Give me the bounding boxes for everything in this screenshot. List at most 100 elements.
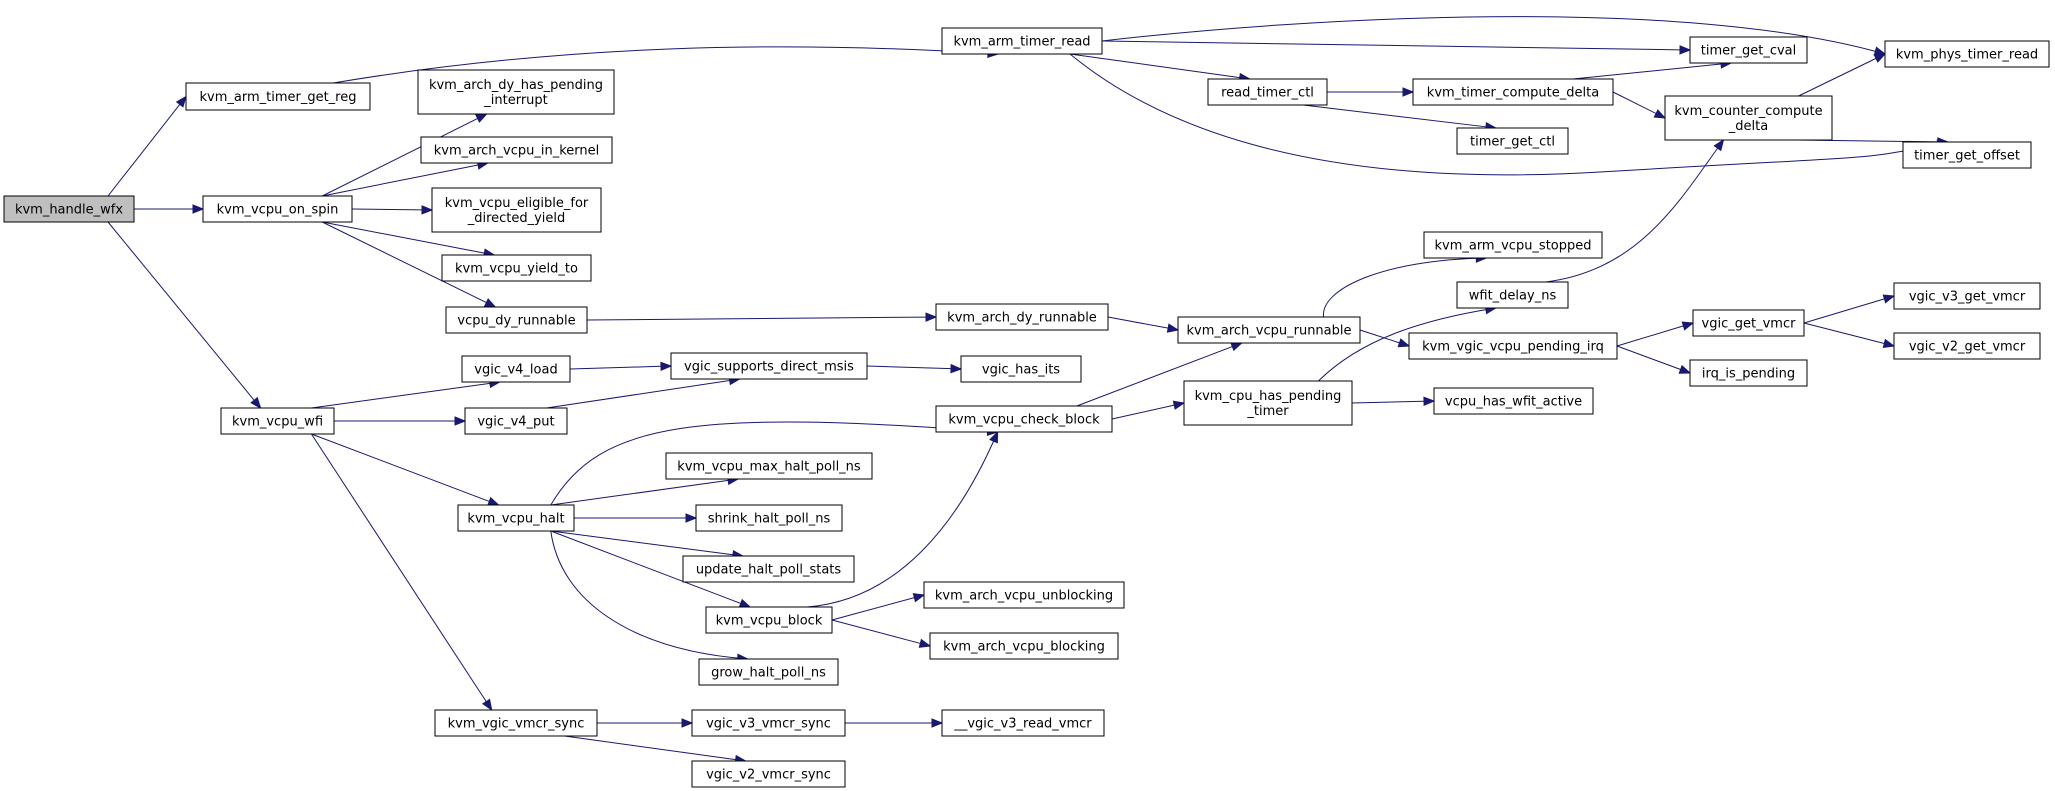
edge-read_timer_ctl-to-timer_get_ctl bbox=[1303, 104, 1498, 132]
arrowhead bbox=[931, 718, 944, 728]
node-update_halt_poll_stats[interactable]: update_halt_poll_stats bbox=[682, 555, 855, 583]
node-label: kvm_vcpu_wfi bbox=[232, 415, 323, 430]
node-kvm_arm_timer_read[interactable]: kvm_arm_timer_read bbox=[941, 27, 1103, 55]
node-grow_halt_poll_ns[interactable]: grow_halt_poll_ns bbox=[698, 658, 839, 686]
node-kvm_vcpu_block[interactable]: kvm_vcpu_block bbox=[705, 606, 833, 634]
node-vgic_v4_put[interactable]: vgic_v4_put bbox=[464, 407, 568, 435]
arrowhead bbox=[918, 638, 932, 648]
node-kvm_vgic_vcpu_pending_irq[interactable]: kvm_vgic_vcpu_pending_irq bbox=[1408, 332, 1618, 360]
node-kvm_vcpu_halt[interactable]: kvm_vcpu_halt bbox=[457, 504, 575, 532]
node-kvm_phys_timer_read[interactable]: kvm_phys_timer_read bbox=[1884, 40, 2050, 68]
node-__vgic_v3_read_vmcr[interactable]: __vgic_v3_read_vmcr bbox=[941, 709, 1105, 737]
node-kvm_arch_vcpu_in_kernel[interactable]: kvm_arch_vcpu_in_kernel bbox=[420, 136, 613, 164]
node-box bbox=[698, 658, 839, 686]
node-vgic_supports_direct_msis[interactable]: vgic_supports_direct_msis bbox=[670, 352, 868, 380]
node-kvm_vgic_vmcr_sync[interactable]: kvm_vgic_vmcr_sync bbox=[434, 709, 598, 737]
node-label: kvm_arm_timer_read bbox=[953, 35, 1090, 50]
node-box bbox=[431, 187, 602, 233]
edge-vcpu_dy_runnable-to-kvm_arch_dy_runnable bbox=[586, 312, 938, 322]
node-kvm_arch_vcpu_runnable[interactable]: kvm_arch_vcpu_runnable bbox=[1177, 316, 1361, 344]
node-label: timer_get_cval bbox=[1701, 44, 1796, 59]
edge-line bbox=[1798, 57, 1877, 97]
edge-line bbox=[1616, 325, 1684, 347]
node-kvm_handle_wfx[interactable]: kvm_handle_wfx bbox=[3, 195, 135, 223]
node-box bbox=[1456, 127, 1569, 155]
edge-kvm_counter_compute_delta-to-kvm_phys_timer_read bbox=[1798, 53, 1887, 97]
edge-line bbox=[1803, 298, 1885, 324]
edge-kvm_arm_timer_read-to-timer_get_cval bbox=[1101, 40, 1692, 55]
node-label: _timer bbox=[1246, 404, 1289, 419]
node-vgic_get_vmcr[interactable]: vgic_get_vmcr bbox=[1692, 309, 1805, 337]
node-box bbox=[417, 69, 615, 115]
node-irq_is_pending[interactable]: irq_is_pending bbox=[1689, 359, 1808, 387]
node-label: kvm_vgic_vcpu_pending_irq bbox=[1422, 340, 1604, 355]
node-vgic_v2_get_vmcr[interactable]: vgic_v2_get_vmcr bbox=[1893, 332, 2041, 360]
node-label: kvm_vcpu_check_block bbox=[948, 413, 1100, 428]
node-shrink_halt_poll_ns[interactable]: shrink_halt_poll_ns bbox=[695, 504, 843, 532]
node-kvm_vcpu_yield_to[interactable]: kvm_vcpu_yield_to bbox=[441, 254, 592, 282]
node-timer_get_cval[interactable]: timer_get_cval bbox=[1689, 36, 1808, 64]
edge-line bbox=[550, 479, 729, 506]
node-kvm_vcpu_check_block[interactable]: kvm_vcpu_check_block bbox=[935, 405, 1113, 433]
edge-vgic_v4_put-to-vgic_supports_direct_msis bbox=[546, 375, 741, 409]
edge-kvm_vgic_vmcr_sync-to-vgic_v3_vmcr_sync bbox=[597, 718, 694, 728]
node-kvm_arch_dy_has_pending_interrupt[interactable]: kvm_arch_dy_has_pending_interrupt bbox=[417, 69, 615, 115]
node-vcpu_has_wfit_active[interactable]: vcpu_has_wfit_active bbox=[1433, 387, 1594, 415]
node-box bbox=[445, 306, 588, 334]
node-kvm_arch_dy_runnable[interactable]: kvm_arch_dy_runnable bbox=[935, 303, 1109, 331]
node-vgic_v3_vmcr_sync[interactable]: vgic_v3_vmcr_sync bbox=[691, 709, 846, 737]
edge-kvm_vgic_vmcr_sync-to-vgic_v2_vmcr_sync bbox=[564, 735, 747, 765]
node-wfit_delay_ns[interactable]: wfit_delay_ns bbox=[1456, 281, 1569, 309]
node-kvm_arm_timer_get_reg[interactable]: kvm_arm_timer_get_reg bbox=[185, 82, 371, 111]
node-label: kvm_timer_compute_delta bbox=[1427, 86, 1599, 101]
node-box bbox=[461, 355, 571, 383]
edge-line bbox=[1351, 400, 1425, 404]
node-timer_get_ctl[interactable]: timer_get_ctl bbox=[1456, 127, 1569, 155]
edge-line bbox=[351, 208, 423, 211]
node-kvm_vcpu_on_spin[interactable]: kvm_vcpu_on_spin bbox=[202, 195, 353, 223]
node-label: kvm_vcpu_max_halt_poll_ns bbox=[677, 460, 861, 475]
edge-kvm_vcpu_block-to-kvm_arch_vcpu_blocking bbox=[831, 619, 932, 648]
node-kvm_vcpu_wfi[interactable]: kvm_vcpu_wfi bbox=[220, 407, 335, 435]
node-box bbox=[420, 136, 613, 164]
node-kvm_cpu_has_pending_timer[interactable]: kvm_cpu_has_pending_timer bbox=[1183, 380, 1353, 426]
edge-line bbox=[1572, 63, 1722, 80]
arrowhead bbox=[487, 496, 500, 506]
edge-line bbox=[1111, 404, 1175, 420]
node-kvm_vcpu_eligible_for_directed_yield[interactable]: kvm_vcpu_eligible_for_directed_yield bbox=[431, 187, 602, 233]
edge-line bbox=[1101, 16, 1886, 55]
node-box bbox=[935, 405, 1113, 433]
node-vgic_v3_get_vmcr[interactable]: vgic_v3_get_vmcr bbox=[1893, 282, 2041, 310]
edge-line bbox=[550, 530, 733, 556]
arrowhead bbox=[1397, 338, 1411, 348]
node-kvm_arch_vcpu_blocking[interactable]: kvm_arch_vcpu_blocking bbox=[929, 632, 1119, 660]
node-box bbox=[220, 407, 335, 435]
edge-kvm_vcpu_on_spin-to-kvm_vcpu_eligible_for_directed_yield bbox=[351, 205, 434, 215]
edge-line bbox=[321, 118, 478, 197]
edge-line bbox=[806, 431, 999, 608]
node-label: update_halt_poll_stats bbox=[696, 563, 842, 578]
edge-line bbox=[550, 530, 748, 660]
node-kvm_arch_vcpu_unblocking[interactable]: kvm_arch_vcpu_unblocking bbox=[923, 581, 1125, 609]
node-box bbox=[202, 195, 353, 223]
edge-line bbox=[1101, 40, 1681, 51]
node-label: kvm_vcpu_halt bbox=[467, 512, 564, 527]
node-vgic_v4_load[interactable]: vgic_v4_load bbox=[461, 355, 571, 383]
edge-line bbox=[586, 316, 927, 321]
node-kvm_counter_compute_delta[interactable]: kvm_counter_compute_delta bbox=[1664, 95, 1833, 141]
node-label: kvm_arm_vcpu_stopped bbox=[1434, 239, 1591, 254]
node-vcpu_dy_runnable[interactable]: vcpu_dy_runnable bbox=[445, 306, 588, 334]
node-box bbox=[434, 709, 598, 737]
arrowhead bbox=[681, 718, 694, 728]
edge-line bbox=[107, 221, 255, 401]
node-read_timer_ctl[interactable]: read_timer_ctl bbox=[1207, 78, 1328, 106]
edge-line bbox=[1803, 322, 1885, 345]
node-vgic_has_its[interactable]: vgic_has_its bbox=[960, 355, 1082, 383]
node-kvm_vcpu_max_halt_poll_ns[interactable]: kvm_vcpu_max_halt_poll_ns bbox=[665, 452, 873, 480]
node-kvm_timer_compute_delta[interactable]: kvm_timer_compute_delta bbox=[1412, 78, 1614, 106]
node-box bbox=[3, 195, 135, 223]
node-box bbox=[941, 27, 1103, 55]
node-timer_get_offset[interactable]: timer_get_offset bbox=[1902, 141, 2032, 169]
node-vgic_v2_vmcr_sync[interactable]: vgic_v2_vmcr_sync bbox=[691, 760, 846, 788]
node-kvm_arm_vcpu_stopped[interactable]: kvm_arm_vcpu_stopped bbox=[1423, 231, 1603, 259]
